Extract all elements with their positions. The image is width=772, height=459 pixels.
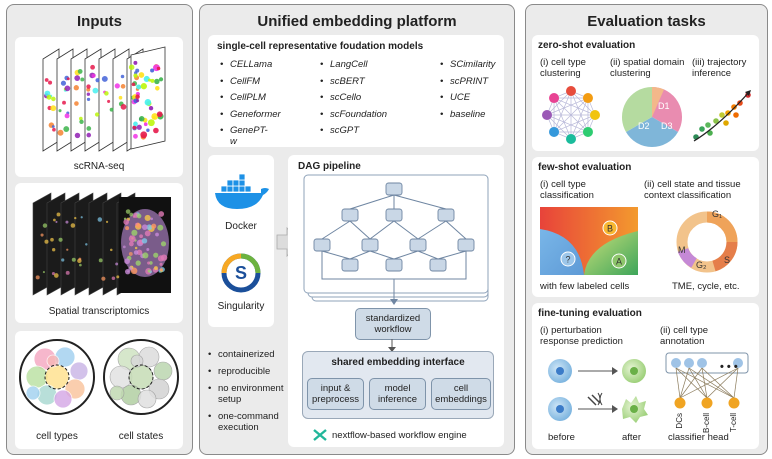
pie-label-d2: D2 [638,121,650,131]
region-label-unknown: ? [565,255,570,265]
zero-shot-card: zero-shot evaluation (i) cell type clust… [532,35,759,151]
platform-title: Unified embedding platform [257,13,457,30]
pie-label-d1: D1 [658,101,670,111]
model-langcell: LangCell [320,59,367,70]
zero-shot-trajectory-label: (iii) trajectory inference [692,57,747,79]
cell-types-label: cell types [36,431,78,442]
region-label-a: A [616,257,622,267]
nextflow-icon [313,429,327,441]
fine-tune-title: fine-tuning evaluation [538,308,642,319]
cell-cycle-ring: G₁ M G₂ S [676,209,738,273]
model-inference-box: model inference [369,378,426,410]
model-cellama: CELLama [220,59,272,70]
spatial-label: Spatial transcriptomics [48,306,150,317]
model-cellplm: CellPLM [220,92,266,103]
model-scprint: scPRINT [440,76,488,87]
ring-label-m: M [678,245,686,255]
workflow-to-interface-arrow [388,339,396,352]
spatial-domain-pie: D1 D2 D3 [621,86,683,148]
scrna-label: scRNA-seq [73,161,125,172]
model-cellfm: CellFM [220,76,260,87]
perturbation-illustration [548,359,648,423]
input-preprocess-box: input & preprocess [307,378,364,410]
zero-shot-cell-type-label: (i) cell type clustering [540,57,586,79]
class-label-1: B-cell [702,413,711,433]
scrna-card: scRNA-seq [15,37,183,177]
spatial-card: Spatial transcriptomics [15,183,183,323]
model-genept-w: GenePT-w [220,125,268,147]
trajectory-illustration [693,90,751,142]
few-shot-title: few-shot evaluation [538,162,632,173]
svg-text:S: S [235,263,247,283]
ring-label-g2: G₂ [696,260,707,270]
fine-tune-col2-label: (ii) cell type annotation [660,325,709,347]
platform-panel: Unified embedding platform single-cell r… [199,4,515,455]
classifier-head-label: classifier head [668,432,729,443]
classification-regions-illustration: B ? A [540,207,638,275]
scrna-stack-illustration [42,46,166,152]
few-shot-col1-label: (i) cell type classification [540,179,594,201]
few-shot-caption-2: TME, cycle, etc. [672,281,740,292]
model-uce: UCE [440,92,470,103]
feature-2: reproducible [208,366,284,377]
evaluation-panel: Evaluation tasks zero-shot evaluation (i… [525,4,768,455]
model-scfoundation: scFoundation [320,109,387,120]
cell-states-label: cell states [118,431,164,442]
cell-embeddings-box: cell embeddings [431,378,491,410]
zero-shot-spatial-label: (ii) spatial domain clustering [610,57,685,79]
model-baseline: baseline [440,109,486,120]
dag-title: DAG pipeline [298,161,361,172]
containers-card: Docker S Singularity [208,155,274,327]
model-scimilarity: SCimilarity [440,59,495,70]
after-label: after [622,432,642,443]
feature-1: containerized [208,349,284,360]
evaluation-title: Evaluation tasks [587,13,706,30]
few-shot-caption-1: with few labeled cells [540,281,630,292]
model-scgpt: scGPT [320,125,359,136]
fine-tune-col1-label: (i) perturbation response prediction [540,325,623,347]
cells-card: cell types cell states [15,331,183,449]
fine-tune-card: fine-tuning evaluation (i) perturbation … [532,303,759,449]
model-geneformer: Geneformer [220,109,281,120]
docker-icon [215,173,269,209]
before-label: before [548,432,575,443]
spatial-stack-illustration [32,192,171,296]
standardized-workflow-box: standardized workflow [355,308,431,340]
pie-label-d3: D3 [661,121,673,131]
few-shot-card: few-shot evaluation (i) cell type classi… [532,157,759,297]
dag-card: DAG pipeline standardized workflow share… [288,155,504,447]
ring-label-s: S [724,255,730,265]
model-sccello: scCello [320,92,361,103]
singularity-icon: S [221,253,261,293]
cluster-graph-illustration [542,86,600,144]
models-card: single-cell representative foudation mod… [208,35,504,147]
cell-states-illustration [103,339,179,415]
singularity-label: Singularity [217,301,265,312]
classifier-dots: • • • [720,361,738,373]
inputs-title: Inputs [77,13,122,30]
class-label-0: DCs [675,413,684,429]
dag-pipeline-illustration [303,174,489,305]
inputs-panel: Inputs scRNA-seq Spatial transcriptomics… [6,4,193,455]
class-label-2: T-cell [729,413,738,432]
zero-shot-title: zero-shot evaluation [538,40,636,51]
feature-3: no environment setup [208,383,284,405]
region-label-b: B [607,224,613,234]
classifier-head-illustration: DCs B-cell T-cell [665,352,749,433]
interface-title: shared embedding interface [331,357,465,368]
few-shot-col2-label: (ii) cell state and tissue context class… [644,179,741,201]
ring-label-g1: G₁ [712,209,722,219]
docker-label: Docker [225,221,257,232]
models-title: single-cell representative foudation mod… [217,41,424,52]
model-scbert: scBERT [320,76,365,87]
cell-types-illustration [19,339,95,415]
nextflow-label: nextflow-based workflow engine [332,430,467,441]
feature-4: one-command execution [208,411,284,433]
interface-box: shared embedding interface input & prepr… [302,351,494,419]
